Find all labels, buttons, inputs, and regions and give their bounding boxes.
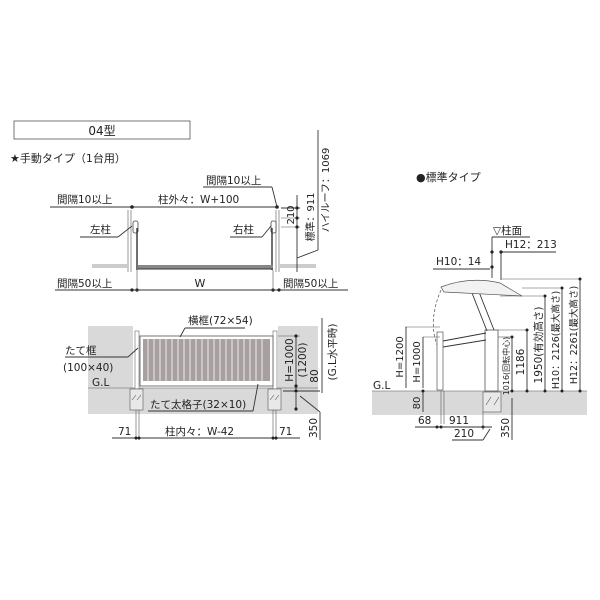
h12-dim: H12：213 [505,239,557,251]
h10-dim: H10：14 [436,256,481,268]
title-box: 04型 [13,120,191,140]
width-label: W [195,277,206,290]
post-face-label: ▽柱面 [493,224,522,237]
lattice-label: たて太格子(32×10) [150,398,246,411]
elevation-view: 横框(72×54) たて框 (100×40) G.L たて太格子(32×10) … [63,314,339,440]
h12-max-height: H12：2261(最大高さ) [568,286,580,384]
side-view: ▽柱面 H12：213 H10：14 G.L H=1200 H= [372,224,587,441]
dim-350: 350 [308,418,320,438]
vertical-frame-label: たて框 [65,344,97,357]
outer-span-label: 柱外々：W+100 [158,193,239,206]
left-post-label: 左柱 [90,223,111,236]
h10-max-height: H10：2126(最大高さ) [550,291,562,389]
top-rail-label: 横框(72×54) [188,314,253,327]
gl-level: (G.L水平時) [327,323,339,380]
h1000-dim: H=1000 [412,341,423,382]
plan-view: 間隔10以上 柱外々：W+100 間隔10以上 左柱 右柱 210 [50,130,348,292]
h-alt: (1200) [297,343,309,378]
vertical-frame-size: (100×40) [63,362,113,374]
dim-71-right: 71 [279,426,292,438]
dim-210: 210 [286,205,297,224]
left-subtitle: ★手動タイプ（1台用） [10,151,126,165]
dim-71-left: 71 [118,426,131,438]
gap-bottom-right: 間隔50以上 [283,278,338,290]
gl-label-right: G.L [373,380,390,392]
pivot-dim: 1016(回転中心) [501,337,511,396]
gap-top-left: 間隔10以上 [57,194,112,206]
dim-80-right: 80 [412,397,423,410]
model-title: 04型 [88,124,115,138]
gap-top-right: 間隔10以上 [206,175,261,187]
std-height: 標準：911 [304,192,317,241]
gl-label: G.L [92,377,109,389]
dim-350-right: 350 [500,418,512,438]
dim-210-right: 210 [454,428,474,440]
effective-height: 1950(有効高さ) [532,307,545,384]
dim-1186: 1186 [515,348,527,375]
dim-68: 68 [418,415,431,427]
h1200-dim: H=1200 [395,336,406,377]
dim-80: 80 [309,369,321,382]
gap-bottom-left: 間隔50以上 [57,278,112,290]
right-post-label: 右柱 [233,223,254,236]
right-subtitle: ●標準タイプ [416,170,481,184]
inner-span-label: 柱内々：W-42 [165,425,234,438]
dim-911: 911 [449,415,469,427]
hiroof-height: ハイルーフ：1069 [321,148,332,233]
h-label: H=1000 [284,338,296,381]
